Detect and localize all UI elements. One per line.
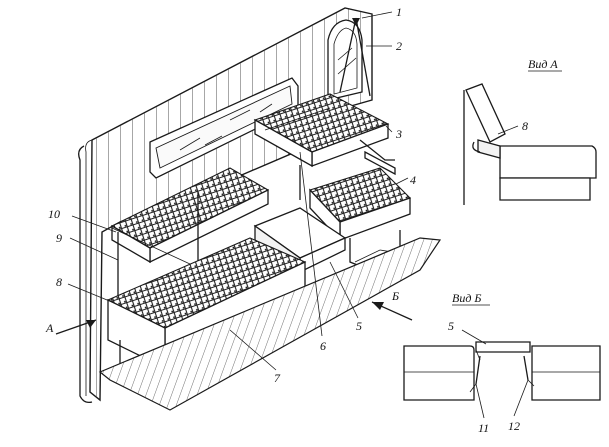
callout-10: 10: [48, 207, 60, 221]
view-b-callout-12: 12: [508, 419, 520, 433]
callout-1: 1: [396, 5, 402, 19]
view-a-title: Вид А: [528, 57, 558, 71]
view-a-inset: Вид А 8: [463, 57, 597, 205]
callout-7: 7: [274, 371, 281, 385]
upper-berth: [253, 93, 396, 200]
direction-label-b: Б: [391, 289, 399, 303]
view-b-callout-5: 5: [448, 319, 454, 333]
direction-arrow-b: [371, 301, 413, 321]
direction-label-a: A: [45, 321, 54, 335]
callout-4: 4: [410, 173, 416, 187]
middle-cushion: [253, 207, 347, 274]
floor: [98, 237, 442, 411]
main-isometric-view: [55, 7, 442, 411]
view-b-title: Вид Б: [452, 291, 481, 305]
callout-2: 2: [396, 39, 402, 53]
direction-arrow-a: [55, 319, 97, 335]
mirror-panel: [327, 19, 363, 101]
callout-8: 8: [56, 275, 62, 289]
hanging-straps: [339, 17, 371, 97]
view-b-callout-11: 11: [478, 421, 489, 435]
callout-3: 3: [395, 127, 402, 141]
backrest-cushion: [110, 167, 270, 300]
callout-9: 9: [56, 231, 62, 245]
callout-5: 5: [356, 319, 362, 333]
callout-leaders: [67, 11, 409, 371]
seat-cushion-right: [309, 167, 412, 271]
view-b-inset: Вид Б 5 11 12: [403, 291, 601, 435]
callout-6: 6: [320, 339, 326, 353]
view-a-callout-8: 8: [522, 119, 528, 133]
